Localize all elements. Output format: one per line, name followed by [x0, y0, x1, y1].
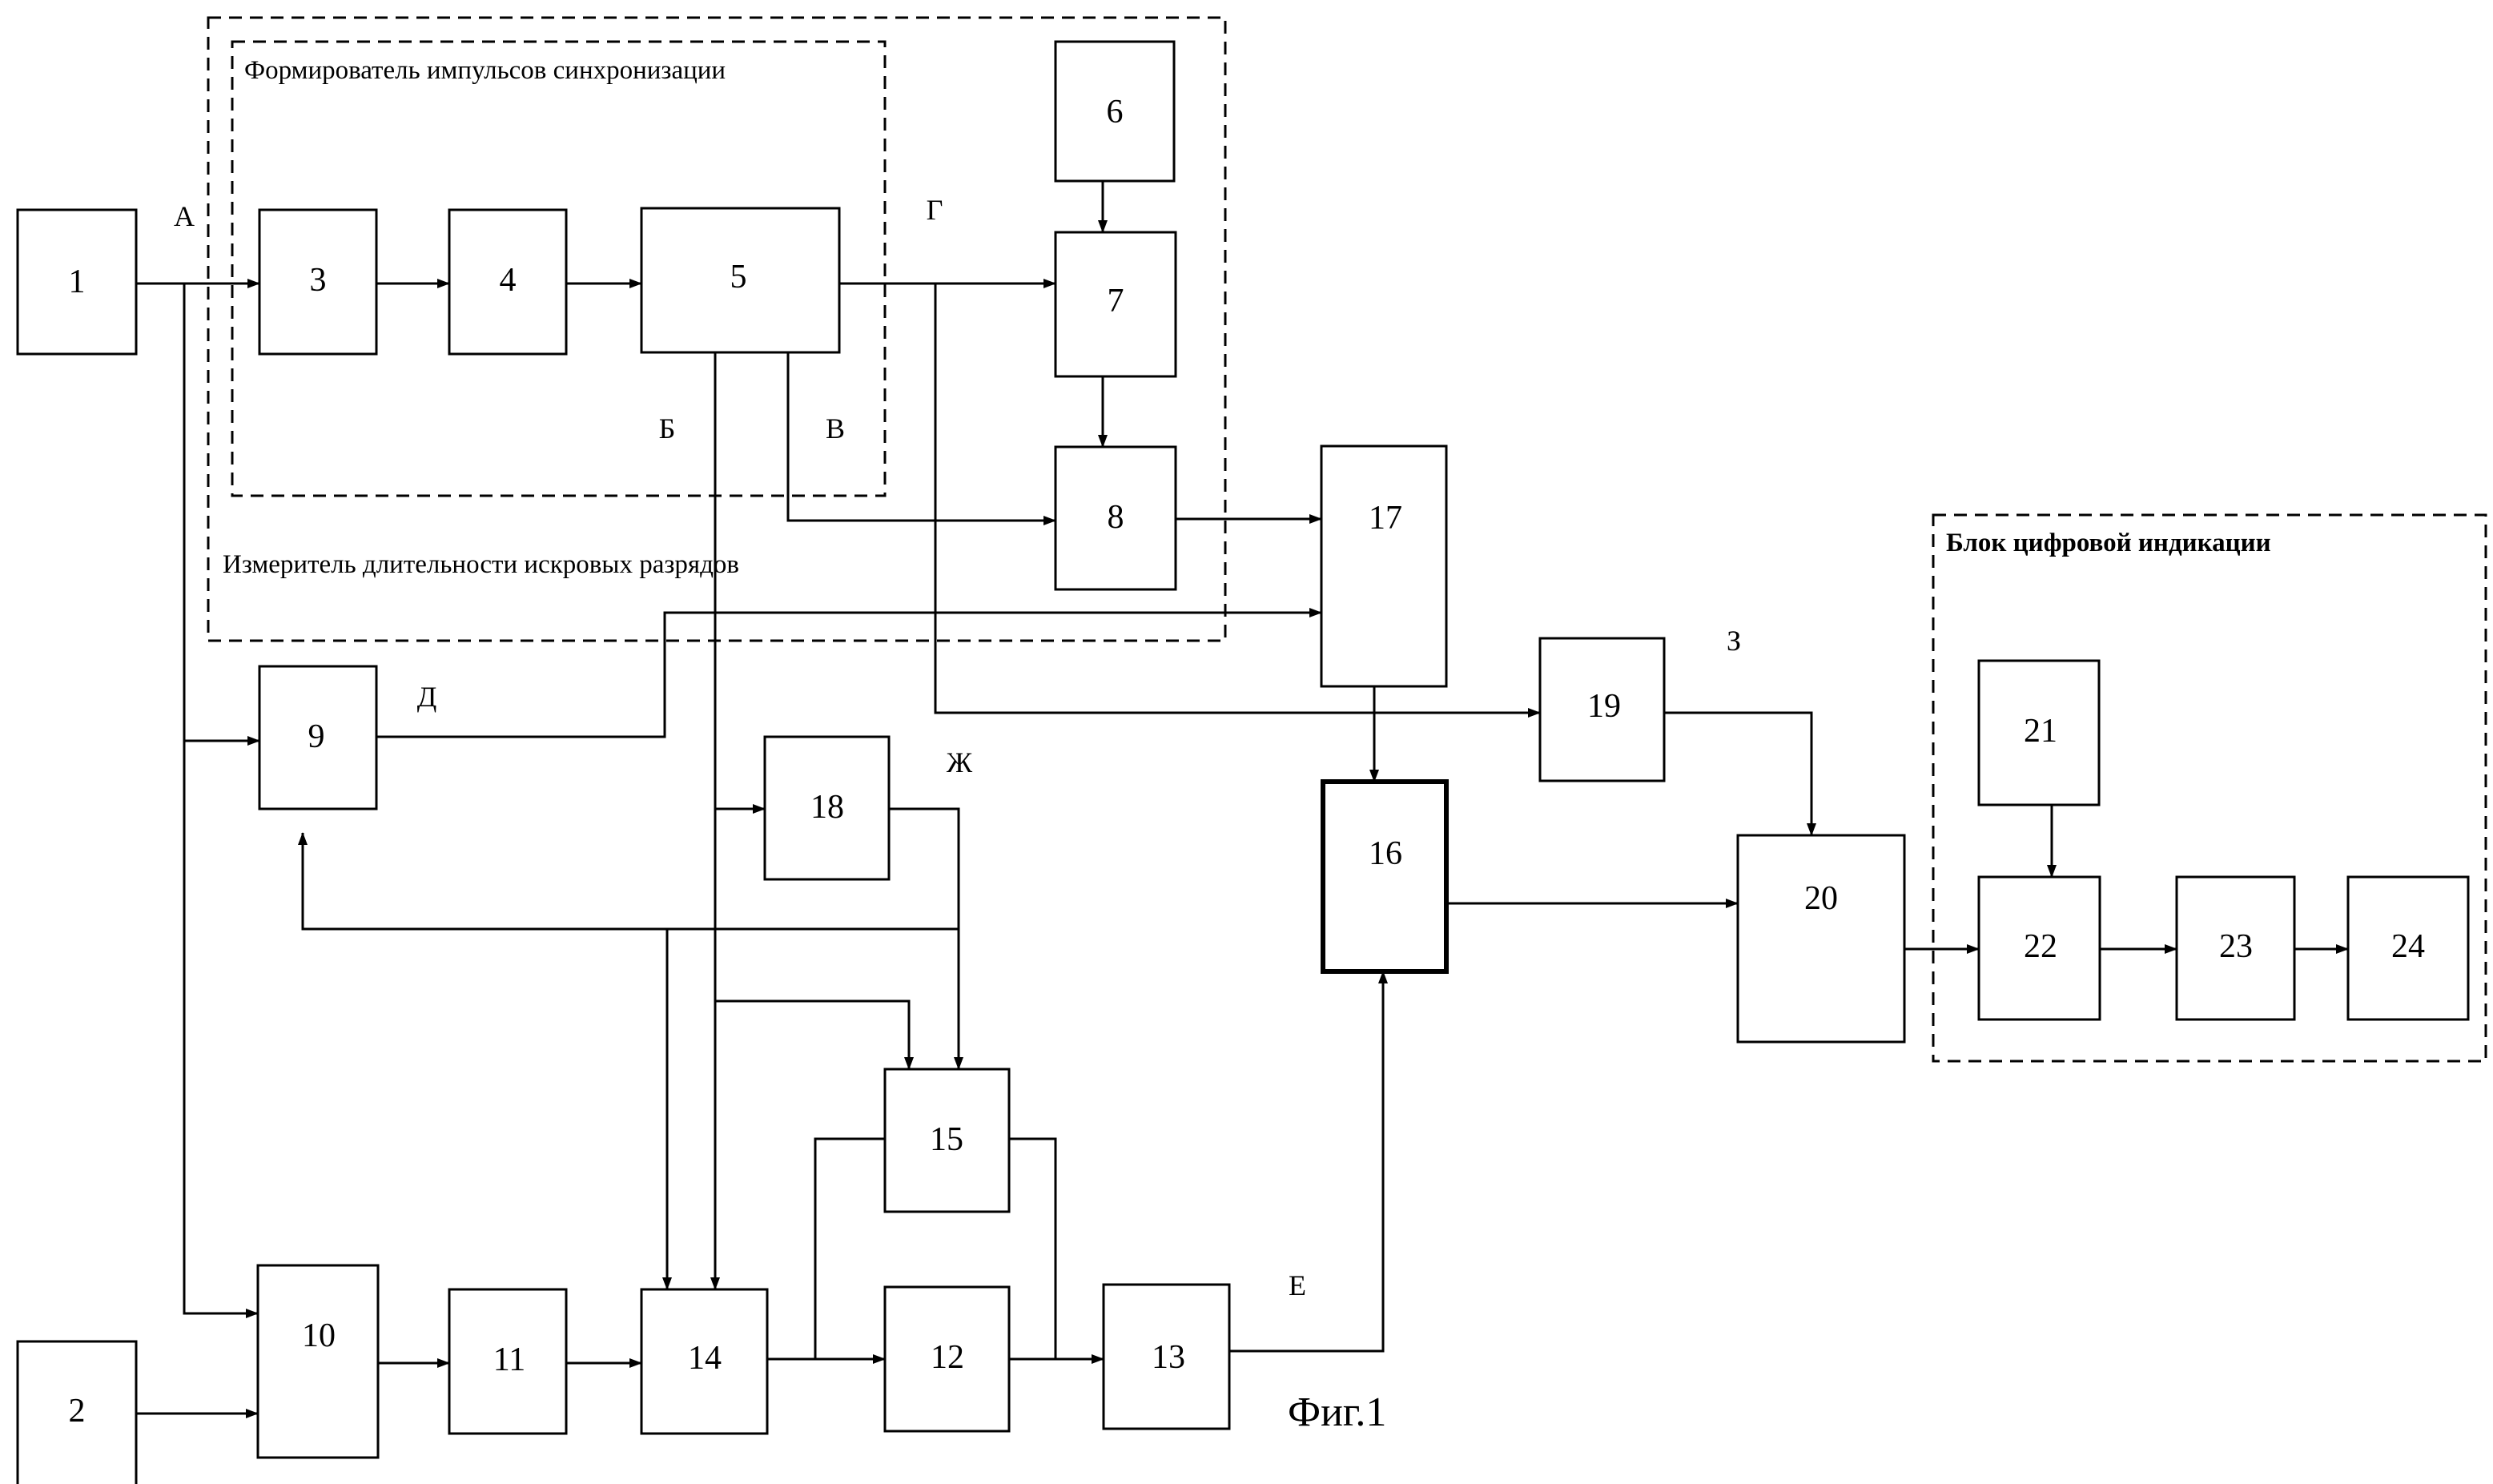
block-4-label: 4: [500, 262, 517, 299]
block-10: [258, 1265, 378, 1458]
signal-label-B: Б: [659, 412, 676, 444]
block-20: [1738, 835, 1904, 1042]
block-17: [1321, 446, 1446, 686]
group-label-digital-display: Блок цифровой индикации: [1946, 529, 2271, 557]
block-5-label: 5: [730, 259, 747, 296]
block-6-label: 6: [1107, 94, 1124, 131]
block-24-label: 24: [2391, 928, 2425, 965]
signal-label-ZH: Ж: [947, 746, 973, 778]
block-2-label: 2: [69, 1393, 86, 1430]
block-16-label: 16: [1369, 835, 1402, 872]
block-12-label: 12: [931, 1339, 964, 1376]
block-16: [1323, 782, 1446, 971]
block-10-label: 10: [302, 1317, 336, 1354]
block-19-label: 19: [1587, 688, 1621, 725]
block-20-label: 20: [1804, 880, 1838, 917]
block-18-label: 18: [810, 789, 844, 826]
block-17-label: 17: [1369, 500, 1402, 537]
signal-label-A: А: [174, 200, 195, 232]
signal-label-E: Е: [1289, 1269, 1306, 1301]
block-22-label: 22: [2024, 928, 2057, 965]
block-11-label: 11: [493, 1341, 525, 1378]
block-23-label: 23: [2219, 928, 2253, 965]
figure-caption: Фиг.1: [1288, 1389, 1386, 1435]
block-7-label: 7: [1108, 283, 1124, 320]
block-1-label: 1: [69, 263, 86, 300]
signal-label-D: Д: [417, 681, 437, 713]
signal-label-G: Г: [927, 194, 943, 226]
group-label-spark-meter: Измеритель длительности искровых разрядо…: [223, 550, 739, 579]
block-3-label: 3: [310, 262, 327, 299]
signal-label-Z: З: [1727, 625, 1741, 657]
block-8-label: 8: [1108, 499, 1124, 536]
block-13-label: 13: [1152, 1339, 1185, 1376]
block-21-label: 21: [2024, 713, 2057, 750]
block-9-label: 9: [308, 718, 325, 755]
signal-label-V: В: [826, 412, 845, 444]
block-15-label: 15: [930, 1121, 963, 1158]
block-14-label: 14: [688, 1340, 722, 1377]
group-label-sync-former: Формирователь импульсов синхронизации: [244, 56, 726, 85]
